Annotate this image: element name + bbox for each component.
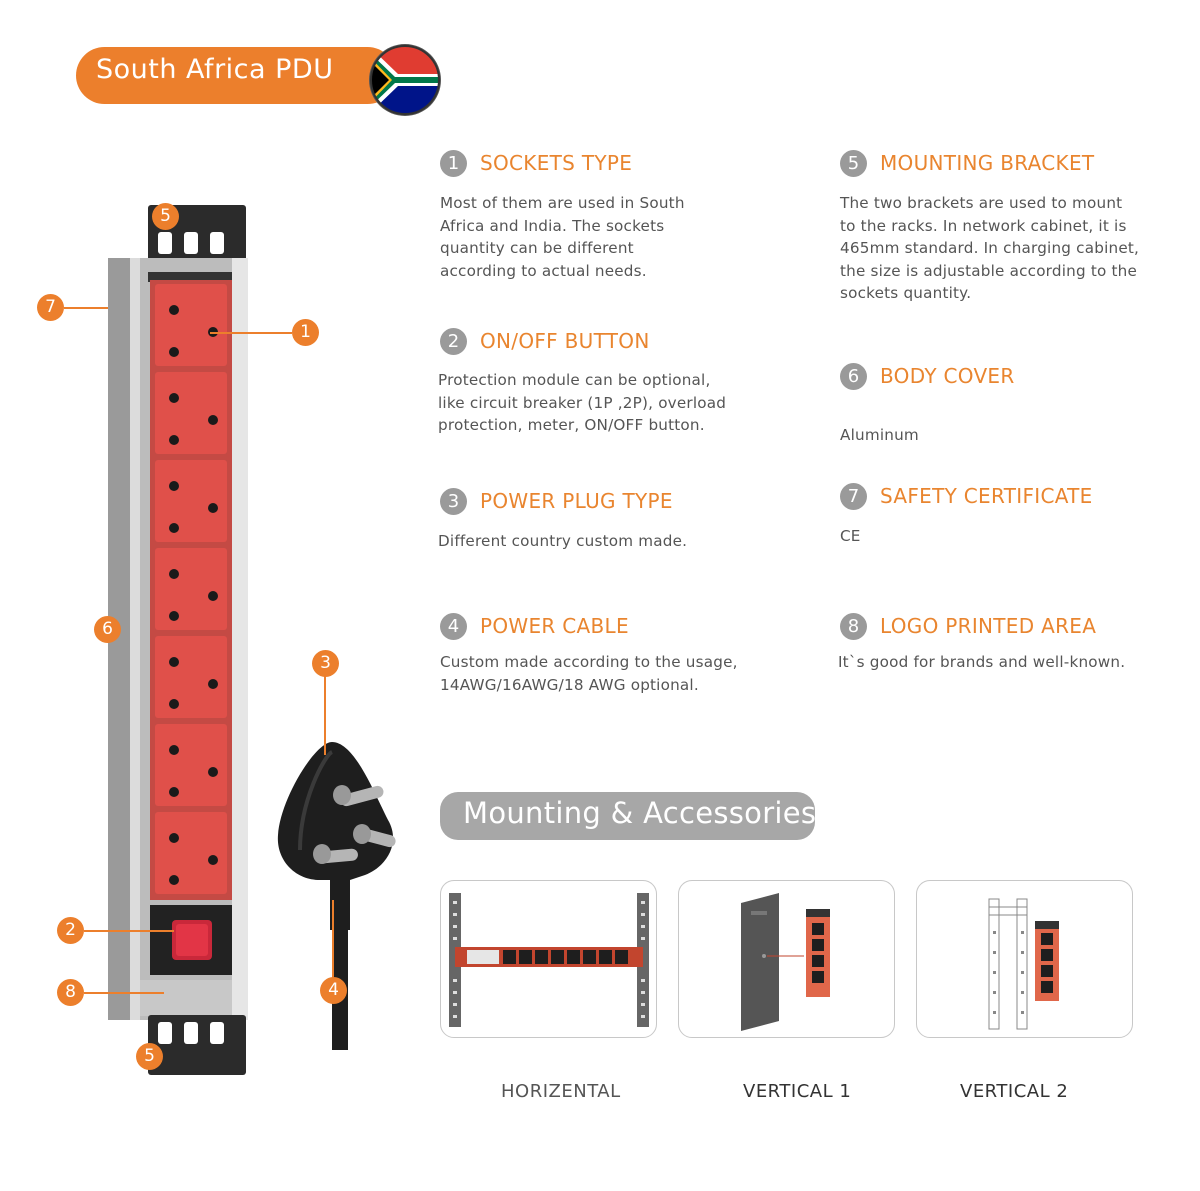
feature-number: 8 (840, 613, 867, 640)
feature-number: 2 (440, 328, 467, 355)
power-plug-illustration (277, 742, 396, 1050)
feature-description: Different country custom made. (438, 532, 688, 550)
vertical-1-mount-image (741, 893, 830, 1031)
feature-title: SOCKETS TYPE (480, 151, 633, 175)
feature-description: Protection module can be optional,like c… (438, 371, 727, 435)
feature-number: 6 (840, 363, 867, 390)
pdu-illustration (108, 205, 248, 1075)
feature-description: Custom made according to the usage,14AWG… (440, 653, 738, 694)
feature-number: 4 (440, 613, 467, 640)
callout-7: 7 (37, 294, 64, 321)
page-title: South Africa PDU (96, 54, 334, 85)
callout-4: 4 (320, 977, 347, 1004)
feature-number: 5 (840, 150, 867, 177)
title-banner (76, 47, 396, 104)
plug-pins (313, 785, 396, 864)
accessory-card-horizontal (440, 880, 657, 1038)
callout-2: 2 (57, 917, 84, 944)
feature-number: 3 (440, 488, 467, 515)
accessory-label-vertical-1: VERTICAL 1 (743, 1081, 852, 1102)
callout-1: 1 (292, 319, 319, 346)
south-africa-flag-icon (369, 44, 441, 116)
accessory-card-vertical-1 (678, 880, 895, 1038)
feature-description: CE (840, 527, 861, 545)
feature-description: Aluminum (840, 426, 919, 444)
feature-title: POWER PLUG TYPE (480, 489, 673, 513)
feature-title: LOGO PRINTED AREA (880, 614, 1097, 638)
bottom-mounting-bracket (148, 1015, 246, 1075)
callout-8: 8 (57, 979, 84, 1006)
vertical-2-mount-image (988, 898, 1059, 1030)
section-banner (440, 792, 815, 840)
feature-title: ON/OFF BUTTON (480, 329, 650, 353)
callout-5-top: 5 (152, 203, 179, 230)
accessory-label-horizontal: HORIZENTAL (501, 1081, 621, 1102)
feature-description: It`s good for brands and well-known. (838, 653, 1126, 671)
section-title: Mounting & Accessories (463, 796, 817, 830)
horizontal-mount-image (449, 893, 649, 1027)
accessory-card-vertical-2 (916, 880, 1133, 1038)
socket-column (155, 284, 227, 894)
feature-title: MOUNTING BRACKET (880, 151, 1095, 175)
callout-6: 6 (94, 616, 121, 643)
feature-title: BODY COVER (880, 364, 1015, 388)
callout-5-bottom: 5 (136, 1043, 163, 1070)
feature-title: POWER CABLE (480, 614, 629, 638)
accessory-label-vertical-2: VERTICAL 2 (960, 1081, 1069, 1102)
feature-number: 1 (440, 150, 467, 177)
feature-number: 7 (840, 483, 867, 510)
feature-title: SAFETY CERTIFICATE (880, 484, 1093, 508)
callout-3: 3 (312, 650, 339, 677)
